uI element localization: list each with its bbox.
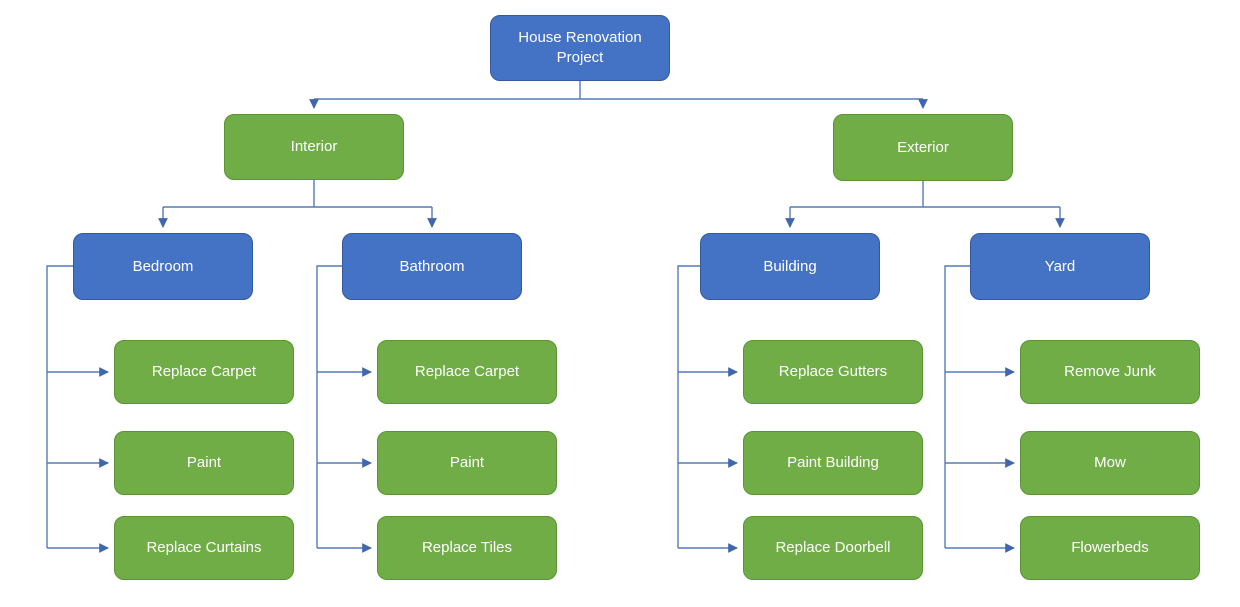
task-label: Replace Doorbell <box>775 539 891 556</box>
node-bedroom[interactable]: Bedroom <box>73 233 253 300</box>
node-label: House Renovation Project <box>518 29 642 66</box>
task-node[interactable]: Paint <box>114 431 294 495</box>
node-house-renovation-project[interactable]: House Renovation Project <box>490 15 670 81</box>
task-label: Replace Carpet <box>151 363 257 380</box>
task-node[interactable]: Replace Carpet <box>114 340 294 404</box>
task-node[interactable]: Replace Tiles <box>377 516 557 580</box>
node-label: Interior <box>290 138 338 155</box>
task-node[interactable]: Mow <box>1020 431 1200 495</box>
task-label: Remove Junk <box>1064 363 1156 380</box>
node-label: Bathroom <box>399 257 465 275</box>
task-node[interactable]: Replace Carpet <box>377 340 557 404</box>
task-label: Paint Building <box>787 454 879 471</box>
task-label: Paint <box>186 454 222 471</box>
node-yard[interactable]: Yard <box>970 233 1150 300</box>
task-node[interactable]: Replace Doorbell <box>743 516 923 580</box>
task-node[interactable]: Replace Gutters <box>743 340 923 404</box>
task-node[interactable]: Remove Junk <box>1020 340 1200 404</box>
node-label: Yard <box>1044 257 1076 275</box>
task-label: Flowerbeds <box>1071 539 1149 556</box>
node-label: Exterior <box>897 138 949 156</box>
task-node[interactable]: Paint Building <box>743 431 923 495</box>
node-label: Bedroom <box>132 257 194 275</box>
task-label: Replace Tiles <box>421 539 513 556</box>
task-label: Mow <box>1094 454 1126 471</box>
node-label: Building <box>763 257 817 275</box>
task-node[interactable]: Flowerbeds <box>1020 516 1200 580</box>
node-bathroom[interactable]: Bathroom <box>342 233 522 300</box>
task-node[interactable]: Replace Curtains <box>114 516 294 580</box>
task-node[interactable]: Paint <box>377 431 557 495</box>
task-label: Replace Carpet <box>414 363 520 380</box>
task-label: Replace Gutters <box>778 363 888 380</box>
node-building[interactable]: Building <box>700 233 880 300</box>
node-exterior[interactable]: Exterior <box>833 114 1013 181</box>
node-interior[interactable]: Interior <box>224 114 404 180</box>
task-label: Replace Curtains <box>146 539 262 556</box>
task-label: Paint <box>449 454 485 471</box>
